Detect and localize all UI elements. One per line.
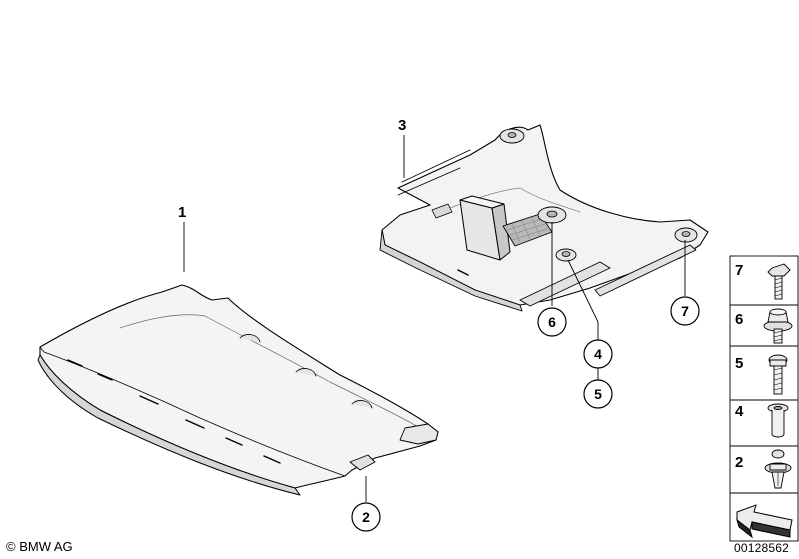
callout-1-label: 1 (178, 204, 186, 221)
flange-bolt-icon (763, 308, 793, 344)
svg-text:4: 4 (735, 403, 744, 420)
callout-6: 6 (537, 307, 567, 337)
arrow-icon (736, 504, 793, 539)
legend-item-5: 5 (735, 354, 788, 395)
part-3-engine-underguard (379, 124, 709, 312)
svg-text:6: 6 (548, 314, 556, 330)
screw-icon (768, 354, 788, 395)
svg-text:6: 6 (735, 311, 743, 328)
callout-3-label: 3 (398, 117, 406, 134)
leader-lines (183, 135, 686, 502)
legend-item-6: 6 (735, 308, 793, 344)
leader-4-5 (567, 259, 599, 340)
copyright-label: © BMW AG (6, 539, 73, 554)
svg-text:7: 7 (681, 303, 689, 319)
svg-text:2: 2 (735, 454, 743, 471)
svg-text:2: 2 (362, 509, 370, 525)
legend-panel (729, 255, 799, 542)
callout-5: 5 (583, 379, 613, 409)
svg-text:5: 5 (735, 355, 743, 372)
callout-2: 2 (351, 502, 381, 532)
legend-item-4: 4 (735, 403, 789, 438)
svg-text:7: 7 (735, 262, 743, 279)
expanding-rivet-icon (764, 449, 792, 489)
catalog-id: 00128562 (734, 541, 789, 555)
part-1-underbody-guard (37, 284, 439, 496)
svg-text:4: 4 (594, 346, 602, 362)
bushing-icon (767, 403, 789, 438)
callout-4: 4 (583, 339, 613, 369)
svg-text:5: 5 (594, 386, 602, 402)
legend-item-7: 7 (735, 262, 791, 300)
callouts: 1 3 2 6 4 5 7 (178, 117, 700, 532)
hex-bolt-icon (767, 263, 791, 300)
legend-item-2: 2 (735, 449, 792, 489)
callout-7: 7 (670, 296, 700, 326)
